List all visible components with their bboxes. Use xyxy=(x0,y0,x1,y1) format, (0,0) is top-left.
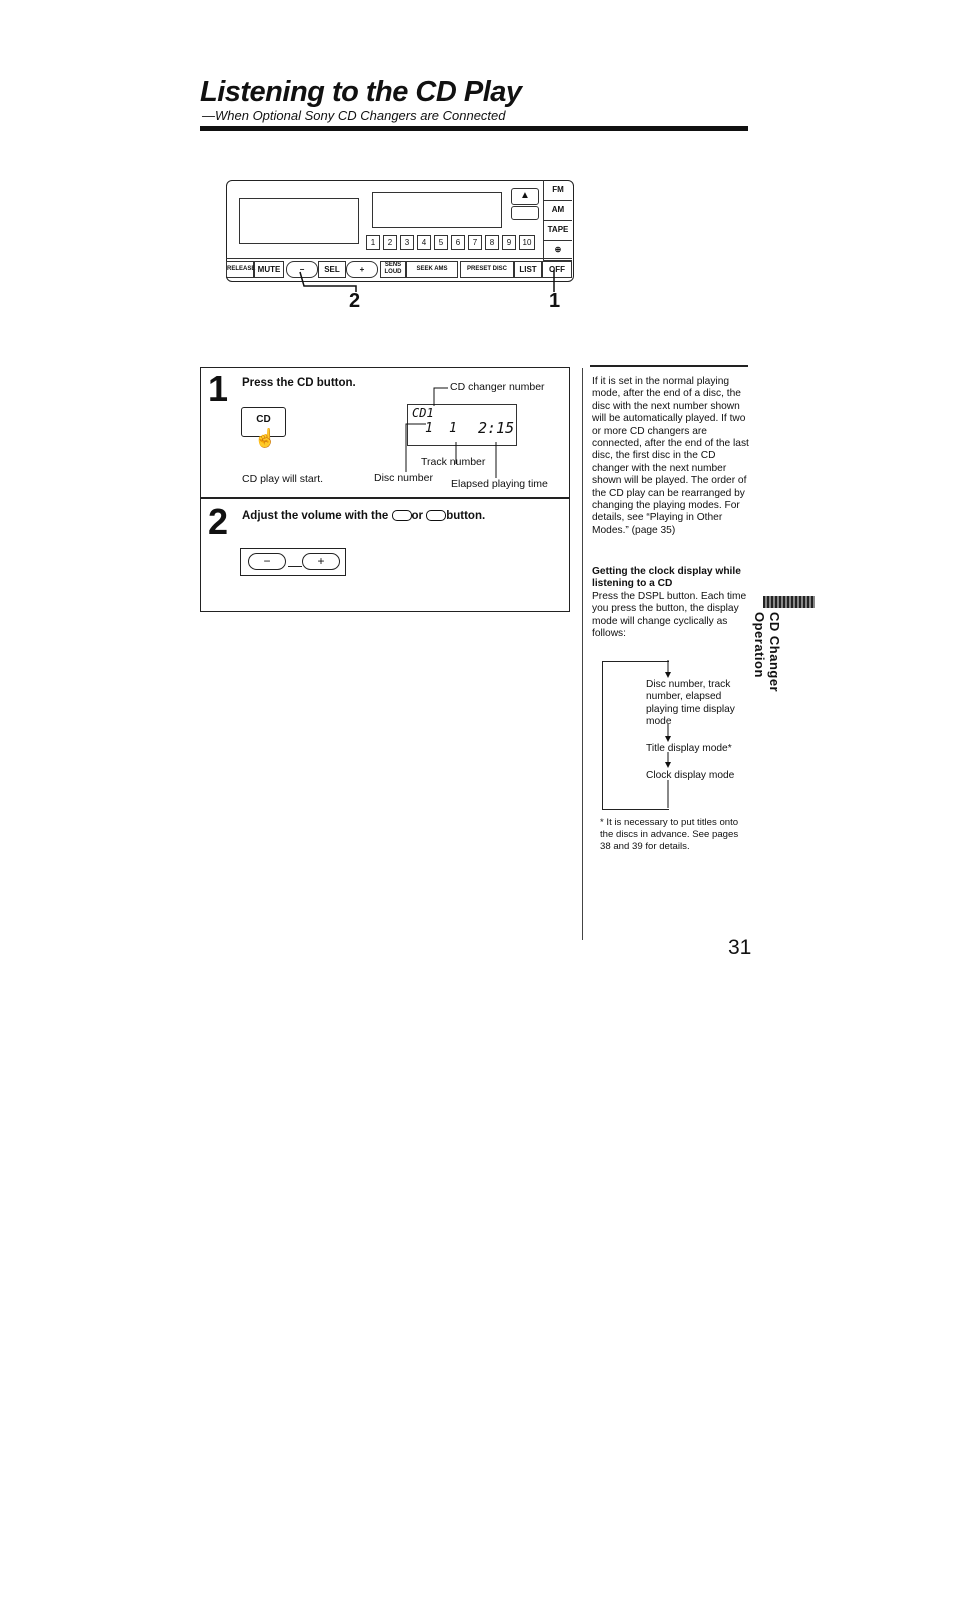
display-mode-cycle xyxy=(602,661,669,810)
number-button: 1 xyxy=(366,235,380,250)
number-buttons-row: 1 2 3 4 5 6 7 8 9 10 xyxy=(366,235,535,250)
footnote: * It is necessary to put titles onto the… xyxy=(600,817,739,852)
number-button: 3 xyxy=(400,235,414,250)
sens-loud-button: SENS LOUD xyxy=(380,261,406,278)
label-track-number: Track number xyxy=(421,456,486,468)
callout-2: 2 xyxy=(349,290,361,312)
volume-minus-icon xyxy=(391,510,412,522)
display-window-left xyxy=(239,198,359,244)
label-elapsed-time: Elapsed playing time xyxy=(451,478,548,490)
finger-press-icon: ☝ xyxy=(254,428,277,448)
fm-button: FM xyxy=(543,180,572,201)
label-changer-number: CD changer number xyxy=(450,381,545,393)
clock-section: Getting the clock display while listenin… xyxy=(592,566,752,640)
flow-mode-3: Clock display mode xyxy=(646,770,735,781)
number-button: 10 xyxy=(519,235,535,250)
release-button: RELEASE xyxy=(226,261,255,278)
list-button: LIST xyxy=(514,261,542,278)
off-button: OFF xyxy=(542,261,572,278)
header-rule xyxy=(200,126,748,131)
display-time: 2:15 xyxy=(478,419,515,437)
step-1-caption: CD play will start. xyxy=(242,473,324,485)
display-changer: CD1 xyxy=(412,406,434,420)
steps-box xyxy=(200,367,570,612)
number-button: 9 xyxy=(502,235,516,250)
sel-button: SEL xyxy=(318,261,346,278)
number-button: 2 xyxy=(383,235,397,250)
volume-minus-button: − xyxy=(248,553,286,570)
clock-heading: Getting the clock display while listenin… xyxy=(592,566,741,590)
bottom-button-row: RELEASE MUTE − SEL + SENS LOUD SEEK AMS … xyxy=(226,258,572,279)
column-rule xyxy=(582,368,583,940)
step-1-title: Press the CD button. xyxy=(242,377,356,389)
step-1-number: 1 xyxy=(208,368,229,409)
clock-body: Press the DSPL button. Each time you pre… xyxy=(592,590,747,640)
step-2-number: 2 xyxy=(208,501,229,542)
flow-mode-1: Disc number, track number, elapsed playi… xyxy=(646,679,735,728)
display-disc: 1 xyxy=(425,421,433,436)
number-button: 7 xyxy=(468,235,482,250)
preset-disc-button: PRESET DISC xyxy=(460,261,514,278)
right-column-rule xyxy=(590,365,748,367)
page-title: Listening to the CD Play xyxy=(200,76,522,108)
mute-button: MUTE xyxy=(254,261,284,278)
section-side-label: CD Changer Operation xyxy=(752,612,782,693)
steps-divider xyxy=(200,497,570,499)
page-subtitle: —When Optional Sony CD Changers are Conn… xyxy=(202,108,506,123)
section-tab-marker xyxy=(763,596,815,608)
callout-1: 1 xyxy=(549,290,561,312)
flow-mode-2: Title display mode* xyxy=(646,743,732,754)
volume-divider xyxy=(288,566,302,567)
front-panel-illustration xyxy=(226,180,574,282)
cycle-arrows xyxy=(665,660,671,808)
number-button: 5 xyxy=(434,235,448,250)
tape-button: TAPE xyxy=(543,220,572,241)
step-2-title: Adjust the volume with the or button. xyxy=(242,510,486,522)
seek-ams-button: SEEK AMS xyxy=(406,261,458,278)
am-button: AM xyxy=(543,200,572,221)
volume-button-illustration xyxy=(240,548,346,576)
page-number: 31 xyxy=(728,936,752,959)
volume-plus-button: + xyxy=(302,553,340,570)
number-button: 4 xyxy=(417,235,431,250)
label-disc-number: Disc number xyxy=(374,472,433,484)
display-diagram xyxy=(407,404,517,446)
cd-button-panel: ⊕ xyxy=(543,240,572,261)
display-leader-lines xyxy=(405,387,497,478)
number-button: 8 xyxy=(485,235,499,250)
display-track: 1 xyxy=(449,421,457,436)
eject-icon: ▲ xyxy=(511,188,539,205)
callout-lines xyxy=(299,270,555,292)
volume-plus-icon xyxy=(426,510,447,522)
right-body-text: If it is set in the normal playing mode,… xyxy=(592,376,749,536)
number-button: 6 xyxy=(451,235,465,250)
cd-button: CD xyxy=(241,407,286,437)
volume-plus-icon: + xyxy=(346,261,378,278)
display-window-right xyxy=(372,192,502,228)
d-button xyxy=(511,206,539,220)
